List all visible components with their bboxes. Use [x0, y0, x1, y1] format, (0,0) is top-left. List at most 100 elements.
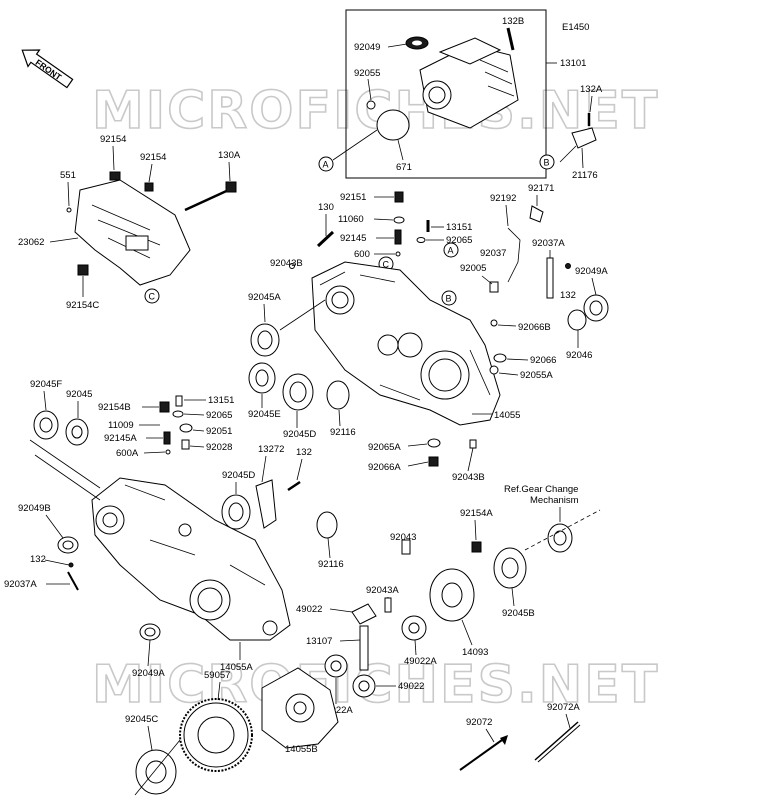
case-14055: 14055: [311, 261, 520, 426]
label-132A: 132A: [580, 84, 603, 95]
callout-B-top: B: [539, 154, 555, 170]
label-92072A: 92072A: [547, 702, 580, 713]
label-13272: 13272: [258, 444, 284, 455]
label-92154-a: 92154: [100, 134, 126, 145]
svg-text:A: A: [448, 246, 454, 256]
label-13151-b: 13151: [208, 395, 234, 406]
label-600A: 600A: [116, 448, 139, 459]
label-92043B-right: 92043B: [452, 472, 485, 483]
label-130: 130: [318, 202, 334, 213]
bracket-23062: 92154 92154 130A 551 23062 92154C: [18, 134, 241, 311]
label-14055A: 14055A: [220, 662, 253, 673]
label-92045E: 92045E: [248, 409, 281, 420]
label-92049A-left: 92049A: [132, 668, 165, 679]
gear-change-reference: Ref.Gear Change Mechanism: [504, 484, 601, 553]
svg-text:A: A: [323, 160, 329, 170]
label-92055A: 92055A: [520, 370, 553, 381]
diagram-code: E1450: [562, 22, 589, 33]
label-92154A: 92154A: [460, 508, 493, 519]
part-21176-group: 132A 21176: [559, 84, 603, 181]
label-14093: 14093: [462, 647, 488, 658]
label-21176: 21176: [572, 170, 598, 181]
callout-A-mid: A: [443, 242, 459, 258]
svg-text:B: B: [544, 158, 550, 168]
label-551: 551: [60, 170, 76, 181]
reference-note-line2: Mechanism: [530, 495, 579, 506]
label-92192: 92192: [490, 193, 516, 204]
reference-note-line1: Ref.Gear Change: [504, 484, 578, 495]
label-92065-a: 92065: [446, 235, 472, 246]
label-13151-a: 13151: [446, 222, 472, 233]
bearings-upper: 92045A 92045E 92045D 92116: [248, 292, 356, 440]
label-92037A-left: 92037A: [4, 579, 37, 590]
shift-actuator-inset: 132B 13101 92049 92055 671: [332, 9, 586, 179]
label-11060: 11060: [338, 214, 364, 225]
label-13101: 13101: [560, 58, 586, 69]
label-23062: 23062: [18, 237, 44, 248]
label-92066A: 92066A: [368, 462, 401, 473]
label-11009: 11009: [108, 420, 134, 431]
ring-gear-and-diff-housing: 59057 92045C 14055B: [125, 667, 339, 796]
label-92049A: 92049A: [575, 266, 608, 277]
label-92049B: 92049B: [18, 503, 51, 514]
label-49022-a: 49022: [296, 604, 322, 615]
case-14055A: 14055A: [91, 477, 291, 673]
front-direction-arrow: FRONT: [21, 49, 74, 89]
label-92065-b: 92065: [206, 410, 232, 421]
label-92116-a: 92116: [330, 427, 356, 438]
label-132B: 132B: [502, 16, 524, 27]
differential-assembly: 92154A 92043 92043A 49022 13107 49022A 1…: [296, 508, 535, 716]
label-92005: 92005: [460, 263, 486, 274]
label-92051: 92051: [206, 426, 232, 437]
label-92045D: 92045D: [283, 429, 316, 440]
label-14055: 14055: [494, 410, 520, 421]
label-92049: 92049: [354, 42, 380, 53]
label-92066B: 92066B: [518, 322, 551, 333]
callout-A-top: A: [318, 156, 334, 172]
label-92066: 92066: [530, 355, 556, 366]
label-600: 600: [354, 249, 370, 260]
case-14055A-parts: 92045F 92045 92154B 13151 92065 11009 92…: [4, 379, 344, 679]
label-92154C: 92154C: [66, 300, 99, 311]
label-14055B: 14055B: [285, 744, 318, 755]
label-92072: 92072: [466, 717, 492, 728]
label-92145: 92145: [340, 233, 366, 244]
label-671: 671: [396, 162, 412, 173]
label-92065A: 92065A: [368, 442, 401, 453]
label-49022A: 49022A: [404, 656, 437, 667]
label-92043: 92043: [390, 532, 416, 543]
label-92045F: 92045F: [30, 379, 62, 390]
case-14055-right-parts: 92192 92171 92037 92037A 92005 92049A 13…: [368, 183, 609, 483]
label-132-b: 132: [296, 447, 312, 458]
label-92037: 92037: [480, 248, 506, 259]
label-13107: 13107: [306, 636, 332, 647]
label-92043B: 92043B: [270, 258, 303, 269]
label-92045B: 92045B: [502, 608, 535, 619]
label-92154-b: 92154: [140, 152, 166, 163]
label-92045A: 92045A: [248, 292, 281, 303]
label-92151: 92151: [340, 192, 366, 203]
svg-text:C: C: [383, 260, 390, 270]
label-92037A: 92037A: [532, 238, 565, 249]
label-92028: 92028: [206, 442, 232, 453]
label-92046: 92046: [566, 350, 592, 361]
label-130A: 130A: [218, 150, 241, 161]
label-59057: 59057: [204, 670, 230, 681]
label-92043A: 92043A: [366, 585, 399, 596]
label-132-c: 132: [30, 554, 46, 565]
label-92171: 92171: [528, 183, 554, 194]
parts-92072: 92072 92072A: [459, 702, 580, 771]
callout-B-mid: B: [441, 290, 457, 306]
label-49022A-lower: 49022A: [320, 705, 353, 716]
label-49022-b: 49022: [398, 681, 424, 692]
svg-text:B: B: [446, 294, 452, 304]
label-92045: 92045: [66, 389, 92, 400]
svg-text:C: C: [149, 292, 156, 302]
label-92145A: 92145A: [104, 433, 137, 444]
label-92154B: 92154B: [98, 402, 131, 413]
case-14055-fittings: 92151 11060 13151 92145 92065 600 130 92…: [270, 191, 472, 269]
label-132-a: 132: [560, 290, 576, 301]
label-92116-b: 92116: [318, 559, 344, 570]
